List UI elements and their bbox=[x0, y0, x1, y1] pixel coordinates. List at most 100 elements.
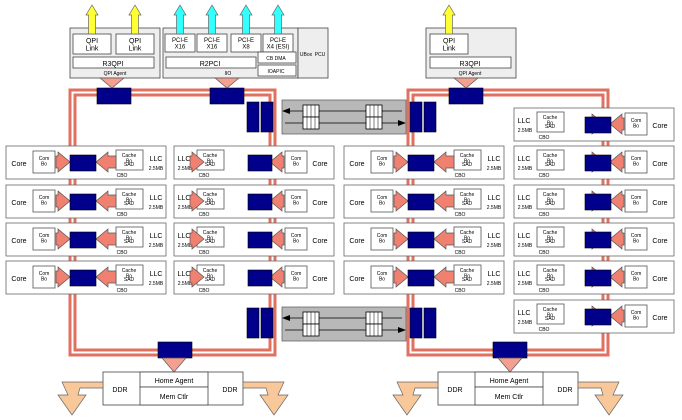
ddr-left-a-label: DDR bbox=[112, 387, 127, 394]
core-to-ring-arrow bbox=[393, 228, 409, 250]
ring-stop bbox=[69, 154, 97, 172]
mem-ctlr-right-label: Mem Ctlr bbox=[495, 394, 524, 401]
ring-to-home-arrow-right bbox=[497, 357, 523, 373]
xbar-arrow bbox=[282, 315, 290, 321]
sad-label: SAD bbox=[124, 277, 135, 283]
qpi-to-ring-arrow bbox=[99, 77, 125, 89]
llc-label: LLC bbox=[150, 271, 163, 278]
cbo-label: CBO bbox=[455, 212, 466, 218]
ring-stop bbox=[260, 307, 274, 339]
cbo-label: CBO bbox=[539, 173, 550, 179]
ring-stop bbox=[407, 269, 435, 287]
ring-to-cache-arrow bbox=[433, 190, 455, 212]
cbo-label: CBO bbox=[199, 288, 210, 294]
core-to-ring-arrow bbox=[609, 305, 625, 327]
ring-stop bbox=[584, 231, 612, 249]
core-label: Core bbox=[11, 238, 26, 245]
llc-size-label: 2.5MB bbox=[518, 205, 533, 211]
core-label: Core bbox=[652, 276, 667, 283]
core-to-ring-arrow bbox=[55, 190, 71, 212]
core-label: Core bbox=[11, 276, 26, 283]
llc-size-label: 2.5MB bbox=[178, 243, 193, 249]
ring-to-cache-arrow bbox=[95, 266, 117, 288]
cbo-label: CBO bbox=[455, 173, 466, 179]
core-label: Core bbox=[349, 238, 364, 245]
sad-label: SAD bbox=[545, 316, 556, 322]
interconnect-bottom bbox=[281, 306, 407, 342]
core-label: Core bbox=[652, 315, 667, 322]
cache-box bbox=[536, 303, 565, 325]
ring-stop bbox=[247, 193, 273, 211]
llc-label: LLC bbox=[178, 233, 191, 240]
core-label: Core bbox=[11, 161, 26, 168]
ubox-label: UBox bbox=[300, 52, 313, 58]
cbo-label: CBO bbox=[539, 250, 550, 256]
ring-stop bbox=[247, 269, 273, 287]
llc-size-label: 2.5MB bbox=[518, 281, 533, 287]
xbar-arrow bbox=[282, 108, 290, 114]
sad-label: SAD bbox=[462, 201, 473, 207]
qpi-agent-label: QPI Agent bbox=[104, 71, 127, 77]
ring-stop bbox=[407, 193, 435, 211]
combo-box bbox=[32, 265, 56, 289]
core-to-ring-arrow bbox=[55, 228, 71, 250]
mem-ctlr-left-label: Mem Ctlr bbox=[160, 394, 189, 401]
sad-label: SAD bbox=[124, 162, 135, 168]
core-to-ring-arrow bbox=[609, 266, 625, 288]
ring-stop bbox=[157, 341, 193, 359]
cbdma-label: CB DMA bbox=[266, 56, 286, 62]
combo-box bbox=[370, 150, 394, 174]
core-to-ring-arrow bbox=[393, 151, 409, 173]
ring-stop bbox=[423, 307, 437, 339]
cbo-label: CBO bbox=[539, 327, 550, 333]
combo-box bbox=[284, 227, 308, 251]
combo-box bbox=[32, 189, 56, 213]
ring-stop bbox=[584, 154, 612, 172]
core-to-ring-arrow bbox=[609, 113, 625, 135]
ring-stop bbox=[407, 231, 435, 249]
cache-box bbox=[536, 111, 565, 133]
llc-label: LLC bbox=[488, 156, 501, 163]
core-to-ring-arrow bbox=[393, 266, 409, 288]
core-to-ring-arrow bbox=[269, 151, 285, 173]
core-label: Core bbox=[652, 161, 667, 168]
core-to-ring-arrow bbox=[269, 228, 285, 250]
combo-box bbox=[284, 265, 308, 289]
llc-size-label: 2.5MB bbox=[149, 281, 164, 287]
ring-stop bbox=[409, 101, 423, 133]
llc-size-label: 2.5MB bbox=[149, 243, 164, 249]
llc-label: LLC bbox=[488, 271, 501, 278]
pcie-arrow-2 bbox=[205, 4, 219, 35]
llc-size-label: 2.5MB bbox=[518, 243, 533, 249]
sad-label: SAD bbox=[462, 239, 473, 245]
ring-to-cache-arrow bbox=[189, 228, 205, 250]
llc-label: LLC bbox=[518, 271, 531, 278]
cbo-label: CBO bbox=[455, 288, 466, 294]
ubox-box bbox=[297, 27, 329, 79]
pcie-arrow-1 bbox=[173, 4, 187, 35]
core-label: Core bbox=[312, 200, 327, 207]
r3qpi-right-label: R3QPI bbox=[459, 61, 480, 68]
llc-size-label: 2.5MB bbox=[487, 243, 502, 249]
llc-label: LLC bbox=[518, 118, 531, 125]
llc-size-label: 2.5MB bbox=[178, 281, 193, 287]
combo-box bbox=[624, 304, 648, 328]
ring-stop bbox=[246, 101, 260, 133]
core-label: Core bbox=[312, 161, 327, 168]
